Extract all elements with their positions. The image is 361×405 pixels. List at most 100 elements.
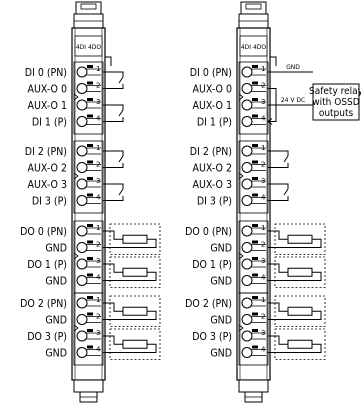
terminal-label: DO 3 (P) — [192, 331, 232, 343]
switch-contact — [118, 155, 124, 163]
pin-number: 2 — [261, 241, 265, 249]
terminal-label: DO 1 (P) — [27, 259, 67, 271]
terminal-label: DI 2 (PN) — [25, 146, 67, 158]
pin-number: 1 — [96, 224, 100, 232]
terminal-lever — [251, 299, 266, 307]
terminal-clamp — [76, 66, 88, 78]
block-marker — [73, 93, 79, 101]
terminal-label: AUX-O 2 — [28, 163, 67, 175]
release-button — [87, 345, 93, 349]
terminal-label: DI 0 (PN) — [190, 67, 232, 79]
terminal-lever — [86, 180, 101, 188]
pin-number: 3 — [261, 329, 265, 337]
terminal-lever — [251, 197, 266, 204]
terminal-block — [73, 292, 104, 366]
pin-number: 3 — [261, 177, 265, 185]
switch-wire — [268, 196, 289, 201]
load-wire — [268, 271, 322, 281]
load-wire — [268, 230, 288, 240]
load-resistor — [287, 267, 313, 277]
terminal-label: GND — [45, 276, 67, 288]
pin-number: 2 — [261, 82, 265, 90]
switch-wire — [103, 163, 124, 168]
input-switch-wiring — [268, 150, 289, 168]
release-button — [87, 329, 93, 332]
load-wire — [268, 263, 288, 273]
load-wire — [103, 230, 123, 240]
pin-number: 1 — [261, 296, 265, 304]
terminal-clamp — [241, 297, 253, 309]
terminal-lever — [251, 101, 266, 109]
safety-relay-text: with OSSD — [312, 97, 359, 108]
pin-number: 4 — [96, 346, 101, 354]
switch-wire — [103, 117, 124, 122]
terminal-label: DO 1 (P) — [192, 259, 232, 271]
output-load-wiring — [103, 328, 161, 360]
terminal-label: AUX-O 2 — [193, 163, 232, 175]
switch-contact — [283, 155, 289, 163]
terminal-clamp — [76, 195, 88, 206]
terminal-label: DI 1 (P) — [32, 117, 67, 129]
block-marker — [238, 172, 244, 180]
load-box — [109, 223, 161, 255]
safety-relay-text: Safety relay — [309, 86, 361, 97]
load-resistor — [287, 234, 313, 244]
terminal-lever — [86, 244, 101, 251]
output-load-wiring — [103, 256, 161, 288]
top-connector-slot — [80, 3, 97, 10]
terminal-clamp — [241, 116, 253, 127]
side-latch — [105, 56, 112, 66]
load-wire — [268, 335, 288, 345]
pin-number: 2 — [261, 161, 265, 169]
release-button — [252, 177, 258, 180]
terminal-label: DI 0 (PN) — [25, 67, 67, 79]
terminal-label: AUX-O 1 — [28, 100, 67, 112]
terminal-clamp — [76, 258, 88, 270]
load-wire — [103, 238, 157, 248]
terminal-block — [238, 140, 269, 214]
terminal-label: AUX-O 3 — [193, 179, 232, 191]
terminal-lever — [86, 277, 101, 284]
terminal-lever — [251, 260, 266, 268]
load-box — [109, 328, 161, 360]
relay-arrow — [267, 118, 273, 125]
terminal-clamp — [241, 275, 253, 286]
release-button — [87, 114, 93, 118]
terminal-label: GND — [45, 243, 67, 255]
pin-number: 2 — [96, 161, 100, 169]
output-load-wiring — [268, 295, 326, 327]
terminal-lever — [251, 349, 266, 356]
switch-wire — [268, 150, 289, 156]
pin-number: 4 — [96, 115, 101, 123]
terminal-clamp — [241, 66, 253, 78]
pin-number: 2 — [261, 313, 265, 321]
pin-number: 2 — [96, 241, 100, 249]
terminal-label: DI 3 (P) — [197, 196, 232, 208]
terminal-label: DI 2 (PN) — [190, 146, 232, 158]
load-resistor — [122, 234, 148, 244]
terminal-lever — [86, 260, 101, 268]
release-button — [87, 312, 93, 316]
pin-number: 3 — [96, 329, 100, 337]
release-button — [87, 257, 93, 260]
module-label: 4DI 4DO — [76, 44, 102, 51]
switch-wire — [103, 196, 124, 201]
load-box — [274, 223, 326, 255]
pin-number: 3 — [261, 98, 265, 106]
terminal-lever — [251, 147, 266, 155]
pin-number: 4 — [96, 274, 101, 282]
terminal-lever — [251, 118, 266, 125]
terminal-clamp — [241, 225, 253, 237]
input-switch-wiring — [268, 183, 289, 201]
terminal-label: GND — [210, 348, 232, 360]
load-wire — [103, 343, 157, 353]
release-button — [252, 240, 258, 244]
pin-number: 2 — [96, 313, 100, 321]
switch-contact — [118, 109, 124, 117]
terminal-clamp — [76, 347, 88, 358]
terminal-clamp — [76, 275, 88, 286]
relay-wiring — [267, 71, 360, 125]
output-load-wiring — [268, 328, 326, 360]
terminal-label: AUX-O 3 — [28, 179, 67, 191]
